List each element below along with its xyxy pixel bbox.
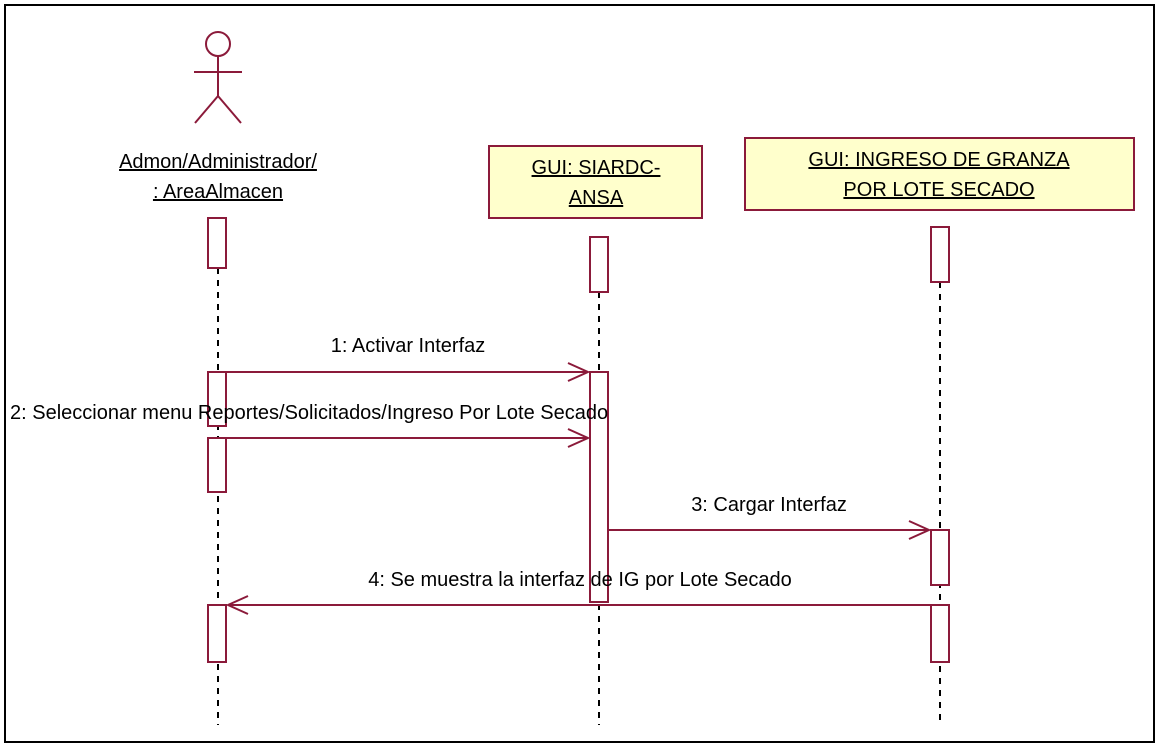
activation-ingreso-1 xyxy=(930,226,950,283)
activation-actor-2 xyxy=(207,371,227,427)
object-siardc-line2: ANSA xyxy=(569,187,624,209)
activation-siardc-2 xyxy=(589,371,609,603)
activation-actor-4 xyxy=(207,604,227,663)
object-ingreso-line2: POR LOTE SECADO xyxy=(843,179,1034,201)
activation-ingreso-2 xyxy=(930,529,950,586)
message-4-arrow xyxy=(225,595,931,615)
activation-actor-1 xyxy=(207,217,227,269)
object-box-siardc xyxy=(488,145,703,219)
activation-siardc-1 xyxy=(589,236,609,293)
actor-name-line2: : AreaAlmacen xyxy=(153,181,283,203)
object-box-ingreso-granza xyxy=(744,137,1135,211)
actor-icon xyxy=(194,31,242,124)
message-3-label: 3: Cargar Interfaz xyxy=(691,494,847,516)
activation-ingreso-3 xyxy=(930,604,950,663)
message-1-arrow xyxy=(226,362,591,382)
message-2-arrow xyxy=(226,428,591,448)
message-4-label: 4: Se muestra la interfaz de IG por Lote… xyxy=(368,569,792,591)
message-3-arrow xyxy=(608,520,932,540)
actor-name-line1: Admon/Administrador/ xyxy=(119,151,317,173)
message-1-label: 1: Activar Interfaz xyxy=(331,335,486,357)
object-siardc-line1: GUI: SIARDC- xyxy=(532,157,661,179)
object-ingreso-line1: GUI: INGRESO DE GRANZA xyxy=(808,149,1070,171)
activation-actor-3 xyxy=(207,437,227,493)
message-2-label: 2: Seleccionar menu Reportes/Solicitados… xyxy=(10,402,608,424)
diagram-frame xyxy=(4,4,1155,743)
